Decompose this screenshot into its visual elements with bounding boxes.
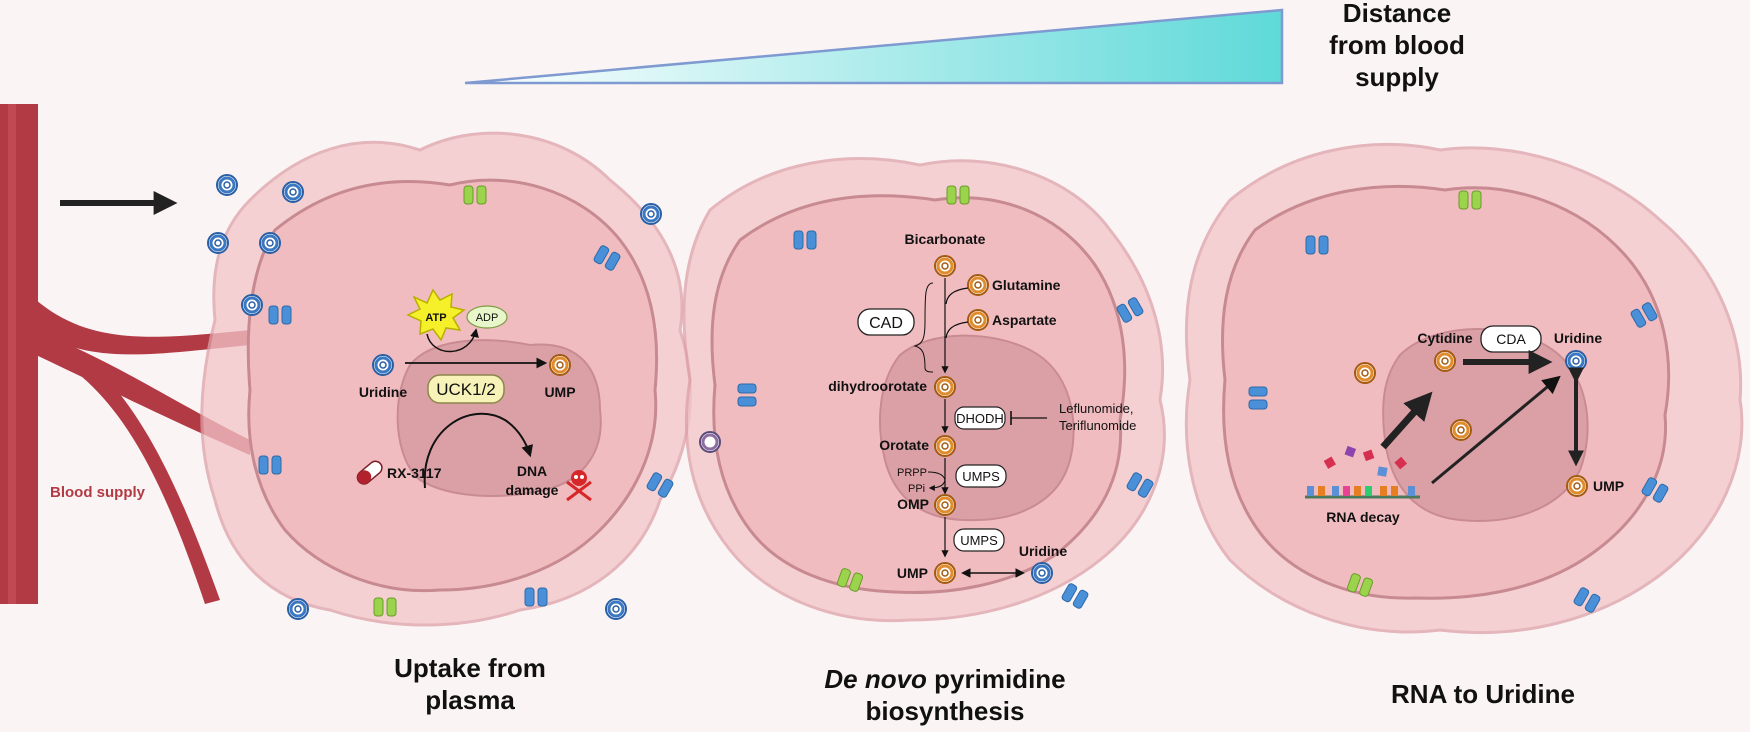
dna-damage-label-line1: DNA — [517, 463, 547, 479]
blood-vessel — [0, 104, 250, 604]
pyrimidine-molecule-icon — [1353, 361, 1377, 385]
distance-label-line1: Distance — [1343, 0, 1451, 28]
aspartate-join-arrow — [945, 321, 969, 339]
rx3117-to-damage-arrow — [423, 412, 533, 489]
uck-enzyme-badge — [427, 374, 505, 404]
uridine-molecule-icon — [1030, 561, 1054, 585]
inhibitor-label-line2: Teriflunomide — [1059, 418, 1136, 433]
dhodh-enzyme-label: DHODH — [956, 411, 1004, 426]
bicarbonate-label: Bicarbonate — [905, 231, 986, 247]
uridine-molecule-icon — [371, 353, 395, 377]
blood-supply-label: Blood supply — [50, 484, 146, 501]
pill-icon — [356, 460, 383, 485]
uck-enzyme-label: UCK1/2 — [436, 380, 496, 399]
distance-gradient — [464, 8, 1284, 85]
uridine-label: Uridine — [359, 384, 407, 400]
orotate-molecule-icon — [933, 434, 957, 458]
cytidine-molecule-icon — [1433, 349, 1457, 373]
dna-damage-label-line2: damage — [506, 482, 559, 498]
prpp-join-arrow — [927, 471, 946, 481]
uridine-molecule-icon — [281, 180, 305, 204]
uridine-molecule-icon — [286, 597, 310, 621]
uridine-molecule-icon — [215, 173, 239, 197]
ump-label-panel2: UMP — [897, 565, 928, 581]
ppi-label: PPi — [908, 483, 925, 495]
omp-label: OMP — [897, 496, 929, 512]
cad-enzyme-label: CAD — [869, 315, 903, 332]
panel1-caption-line2: plasma — [425, 685, 515, 715]
orotate-label: Orotate — [879, 437, 929, 453]
aspartate-label: Aspartate — [992, 312, 1057, 328]
uridine-molecule-icon — [206, 231, 230, 255]
cell-3 — [1184, 142, 1744, 634]
aspartate-molecule-icon — [966, 308, 990, 332]
cell-2 — [682, 157, 1166, 623]
distance-label-line3: supply — [1355, 62, 1439, 92]
uridine-molecule-icon — [240, 293, 264, 317]
umps2-enzyme-badge — [953, 528, 1005, 552]
pyrimidine-molecule-icon — [1449, 418, 1473, 442]
ump-label: UMP — [544, 384, 575, 400]
dhodh-enzyme-badge — [954, 406, 1006, 430]
uridine-molecule-transit-icon — [699, 431, 721, 453]
panel1-caption-line1: Uptake from — [394, 653, 546, 683]
ump-molecule-icon — [933, 561, 957, 585]
skull-crossbones-icon — [566, 470, 592, 502]
uridine-molecule-icon — [604, 597, 628, 621]
atp-to-adp-arrow — [426, 328, 479, 353]
dihydroorotate-molecule-icon — [933, 375, 957, 399]
cytidine-label: Cytidine — [1417, 330, 1472, 346]
adp-badge — [466, 305, 508, 329]
cad-bracket — [913, 282, 934, 373]
glutamine-molecule-icon — [966, 273, 990, 297]
cda-enzyme-label: CDA — [1496, 331, 1526, 347]
uridine-label-panel3: Uridine — [1554, 330, 1602, 346]
prpp-label: PRPP — [897, 467, 927, 479]
ump-label-panel3: UMP — [1593, 478, 1624, 494]
ump-molecule-icon — [1565, 474, 1589, 498]
adp-label: ADP — [476, 312, 499, 324]
glutamine-label: Glutamine — [992, 277, 1061, 293]
ppi-release-arrow — [928, 479, 946, 491]
umps1-enzyme-badge — [955, 464, 1007, 488]
atp-label: ATP — [425, 312, 446, 324]
panel3-caption: RNA to Uridine — [1391, 679, 1575, 709]
uridine-molecule-icon — [258, 231, 282, 255]
atp-burst-icon — [406, 288, 466, 342]
uridine-molecule-icon — [639, 202, 663, 226]
cda-enzyme-badge — [1480, 325, 1542, 353]
rna-to-uridine-arrow — [1431, 375, 1561, 485]
umps2-enzyme-label: UMPS — [960, 533, 998, 548]
uridine-label-panel2: Uridine — [1019, 543, 1067, 559]
rna-decay-label: RNA decay — [1326, 509, 1400, 525]
rx3117-label: RX-3117 — [387, 465, 442, 481]
cad-enzyme-badge — [857, 308, 915, 336]
omp-molecule-icon — [933, 493, 957, 517]
panel2-caption-line1: De novo pyrimidine — [824, 664, 1065, 694]
umps1-enzyme-label: UMPS — [962, 469, 1000, 484]
bicarbonate-molecule-icon — [933, 254, 957, 278]
distance-label-line2: from blood — [1329, 30, 1465, 60]
inhibitor-label-line1: Leflunomide, — [1059, 401, 1133, 416]
glutamine-join-arrow — [945, 287, 969, 305]
uridine-molecule-icon — [1564, 349, 1588, 373]
ump-molecule-icon — [548, 353, 572, 377]
dihydroorotate-label: dihydroorotate — [828, 378, 927, 394]
rna-to-cytidine-arrow — [1380, 391, 1433, 450]
rna-strand-icon — [1305, 445, 1420, 499]
panel2-caption-line2: biosynthesis — [866, 696, 1025, 726]
